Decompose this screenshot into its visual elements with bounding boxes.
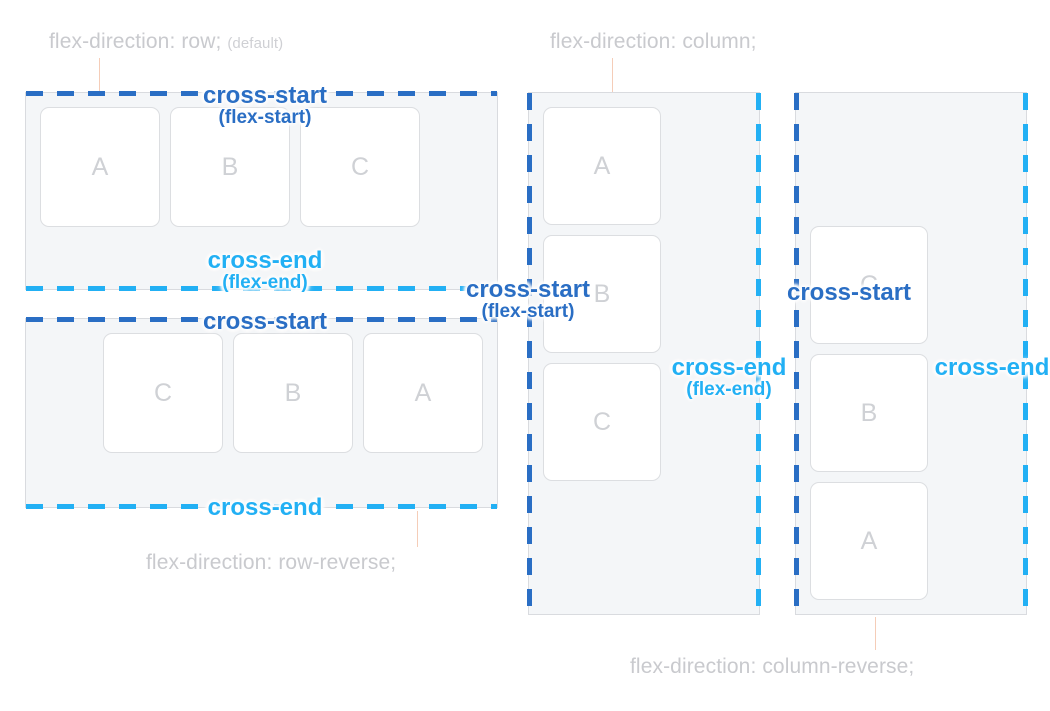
flex-item-label: B xyxy=(593,279,611,308)
flex-item-label: C xyxy=(592,407,612,436)
cross-start-text: cross-start xyxy=(465,276,591,303)
flex-item-label: A xyxy=(593,151,611,180)
caption-column-text: flex-direction: column; xyxy=(550,30,757,53)
flex-item-label: A xyxy=(414,378,432,407)
flex-item: C xyxy=(103,333,223,453)
cross-end-paren: (flex-end) xyxy=(222,272,308,294)
cross-start-text: cross-start xyxy=(786,279,912,306)
cross-end-label-row-reverse: cross-end xyxy=(208,495,323,520)
flex-item-label: B xyxy=(860,398,878,427)
cross-end-label-column-reverse: cross-end xyxy=(935,355,1050,380)
flex-item-label: C xyxy=(350,152,370,181)
flex-item-label: B xyxy=(284,378,302,407)
cross-start-edge-column-reverse xyxy=(794,93,799,614)
flex-item: A xyxy=(363,333,483,453)
cross-end-text: cross-end xyxy=(671,354,787,381)
flex-item-label: B xyxy=(221,152,239,181)
flex-container-column-reverse: A B C xyxy=(794,92,1028,615)
cross-start-paren: (flex-start) xyxy=(218,107,312,129)
caption-row-note: (default) xyxy=(227,35,284,52)
flex-item-label: A xyxy=(91,152,109,181)
connector-column-reverse xyxy=(875,617,876,650)
flex-container-column: A B C xyxy=(527,92,761,615)
flex-container-row-reverse: A B C xyxy=(25,317,498,509)
flex-item: B xyxy=(810,354,928,472)
cross-start-text: cross-start xyxy=(202,308,328,335)
flex-item: A xyxy=(40,107,160,227)
cross-start-edge-column xyxy=(527,93,532,614)
cross-end-text: cross-end xyxy=(207,247,323,274)
caption-column-reverse-text: flex-direction: column-reverse; xyxy=(630,655,915,678)
flex-item-label: C xyxy=(153,378,173,407)
cross-start-text: cross-start xyxy=(202,82,328,109)
flex-item-label: C xyxy=(859,270,879,299)
flex-item-label: A xyxy=(860,526,878,555)
flex-item: C xyxy=(543,363,661,481)
flex-item: A xyxy=(810,482,928,600)
cross-end-text: cross-end xyxy=(207,494,323,521)
connector-column xyxy=(612,58,613,92)
caption-column: flex-direction: column; xyxy=(550,30,757,54)
cross-start-label-row-reverse: cross-start xyxy=(203,309,327,334)
flex-item: B xyxy=(170,107,290,227)
cross-end-paren: (flex-end) xyxy=(686,379,772,401)
cross-end-label-column: cross-end (flex-end) xyxy=(672,355,787,400)
flex-item: C xyxy=(810,226,928,344)
caption-row-reverse-text: flex-direction: row-reverse; xyxy=(146,551,397,574)
cross-start-label-row: cross-start (flex-start) xyxy=(203,83,327,128)
caption-row-text: flex-direction: row; xyxy=(49,30,222,53)
cross-end-text: cross-end xyxy=(934,354,1050,381)
cross-start-label-column: cross-start (flex-start) xyxy=(466,277,590,322)
caption-row-reverse: flex-direction: row-reverse; xyxy=(146,551,396,575)
cross-start-paren: (flex-start) xyxy=(481,301,575,323)
caption-column-reverse: flex-direction: column-reverse; xyxy=(630,655,914,679)
caption-row: flex-direction: row; (default) xyxy=(49,30,283,54)
cross-end-label-row: cross-end (flex-end) xyxy=(208,248,323,293)
flex-item: C xyxy=(300,107,420,227)
cross-start-label-column-reverse: cross-start xyxy=(787,280,911,305)
connector-row xyxy=(99,58,100,92)
flex-item: A xyxy=(543,107,661,225)
flex-item: B xyxy=(233,333,353,453)
connector-row-reverse xyxy=(417,511,418,547)
flex-item: B xyxy=(543,235,661,353)
